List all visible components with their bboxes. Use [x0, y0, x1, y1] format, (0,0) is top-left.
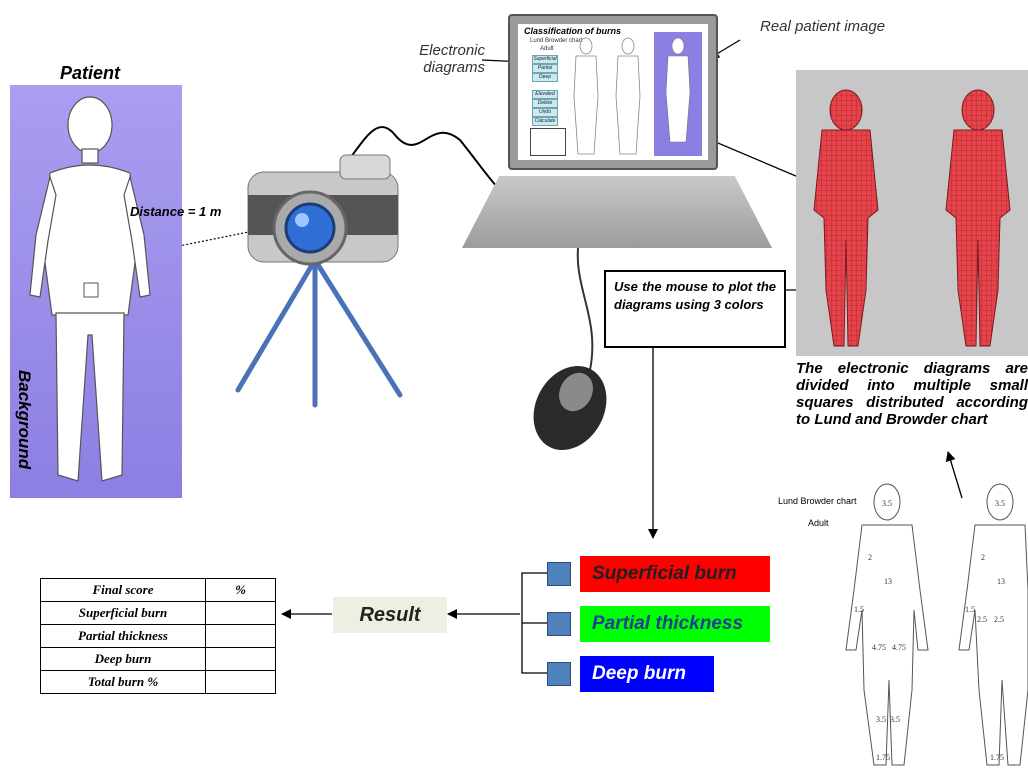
- partial-thickness-bar: Partial thickness: [580, 606, 770, 642]
- screen-title: Classification of burns: [524, 26, 622, 36]
- electronic-diagrams-label: Electronic diagrams: [419, 42, 485, 76]
- lund-num: 2: [868, 553, 872, 562]
- lund-num: 2.5: [994, 615, 1004, 624]
- grid-diagram-panel: [796, 70, 1028, 356]
- table-value-cell: [205, 670, 276, 694]
- lund-num: 3.5: [882, 499, 892, 508]
- laptop-screen: Classification of burns Lund Browder cha…: [508, 14, 718, 170]
- laptop-display: Classification of burns Lund Browder cha…: [518, 24, 708, 160]
- real-patient-image-label: Real patient image: [760, 18, 886, 35]
- screen-btn-elevated: Elevated: [532, 90, 558, 99]
- lund-chart-title: Lund Browder chart: [778, 496, 857, 506]
- screen-patient-photo: [654, 32, 702, 156]
- lund-num: 1.75: [876, 753, 890, 762]
- deep-burn-bar: Deep burn: [580, 656, 714, 692]
- patient-figure: [29, 96, 151, 482]
- mouse-note: Use the mouse to plot the diagrams using…: [604, 270, 786, 348]
- lund-num: 2: [981, 553, 985, 562]
- screen-btn-calculate: Calculate: [532, 117, 558, 126]
- category-bracket: [521, 572, 547, 674]
- mouse-icon: [533, 365, 607, 451]
- screen-body-diagrams: [573, 37, 641, 155]
- lund-chart-subtitle: Adult: [808, 518, 829, 528]
- lund-num: 13: [884, 577, 892, 586]
- table-cell-deep: Deep burn: [40, 647, 206, 671]
- lund-num: 2.5: [977, 615, 987, 624]
- camera-icon: [235, 154, 403, 408]
- lund-num: 1.75: [990, 753, 1004, 762]
- patient-panel: [10, 85, 182, 498]
- screen-chart-label: Lund Browder chart: [530, 38, 583, 44]
- background-label: Background: [15, 370, 34, 470]
- laptop-keyboard: [462, 176, 772, 248]
- table-header-percent: %: [205, 578, 276, 602]
- screen-btn-superficial: Superficial: [532, 55, 558, 64]
- superficial-burn-bar: Superficial burn: [580, 556, 770, 592]
- lund-num: 3.5: [876, 715, 886, 724]
- table-value-cell: [205, 647, 276, 671]
- lund-num: 13: [997, 577, 1005, 586]
- deep-square: [547, 662, 571, 686]
- result-table: Final score % Superficial burn Partial t…: [40, 578, 276, 694]
- lund-num: 3.5: [890, 715, 900, 724]
- partial-square: [547, 612, 571, 636]
- table-cell-superficial: Superficial burn: [40, 601, 206, 625]
- table-value-cell: [205, 624, 276, 648]
- table-cell-partial: Partial thickness: [40, 624, 206, 648]
- result-label: Result: [333, 597, 447, 633]
- lund-num: 3.5: [995, 499, 1005, 508]
- table-row: Final score %: [40, 578, 276, 602]
- arrow-chart-to-desc: [945, 451, 963, 499]
- table-header-score: Final score: [40, 578, 206, 602]
- patient-title: Patient: [60, 63, 121, 83]
- table-row: Total burn %: [40, 670, 276, 694]
- mouse-cable: [576, 247, 594, 371]
- lund-num: 4.75: [872, 643, 886, 652]
- grid-body-figures: [813, 89, 1011, 347]
- table-cell-total: Total burn %: [40, 670, 206, 694]
- distance-label: Distance = 1 m: [130, 204, 222, 219]
- lund-num: 1.5: [854, 605, 864, 614]
- screen-btn-delete: Delete: [532, 99, 558, 108]
- lund-num: 1.5: [965, 605, 975, 614]
- table-value-cell: [205, 601, 276, 625]
- lund-chart-figures: 3.5 3.5 2 2 13 13 1.5 1.5 2.5 2.5 4.75 4…: [845, 483, 1028, 766]
- camera-cable: [339, 126, 501, 191]
- screen-mini-table: [530, 128, 566, 156]
- background-label-wrap: Background: [14, 370, 34, 500]
- grid-description: The electronic diagrams are divided into…: [796, 360, 1028, 428]
- screen-btn-partial: Partial: [532, 64, 558, 73]
- lund-num: 4.75: [892, 643, 906, 652]
- screen-adult: Adult: [540, 46, 554, 52]
- superficial-square: [547, 562, 571, 586]
- table-row: Partial thickness: [40, 624, 276, 648]
- screen-btn-undo: Undo: [532, 108, 558, 117]
- table-row: Deep burn: [40, 647, 276, 671]
- table-row: Superficial burn: [40, 601, 276, 625]
- screen-btn-deep: Deep: [532, 73, 558, 82]
